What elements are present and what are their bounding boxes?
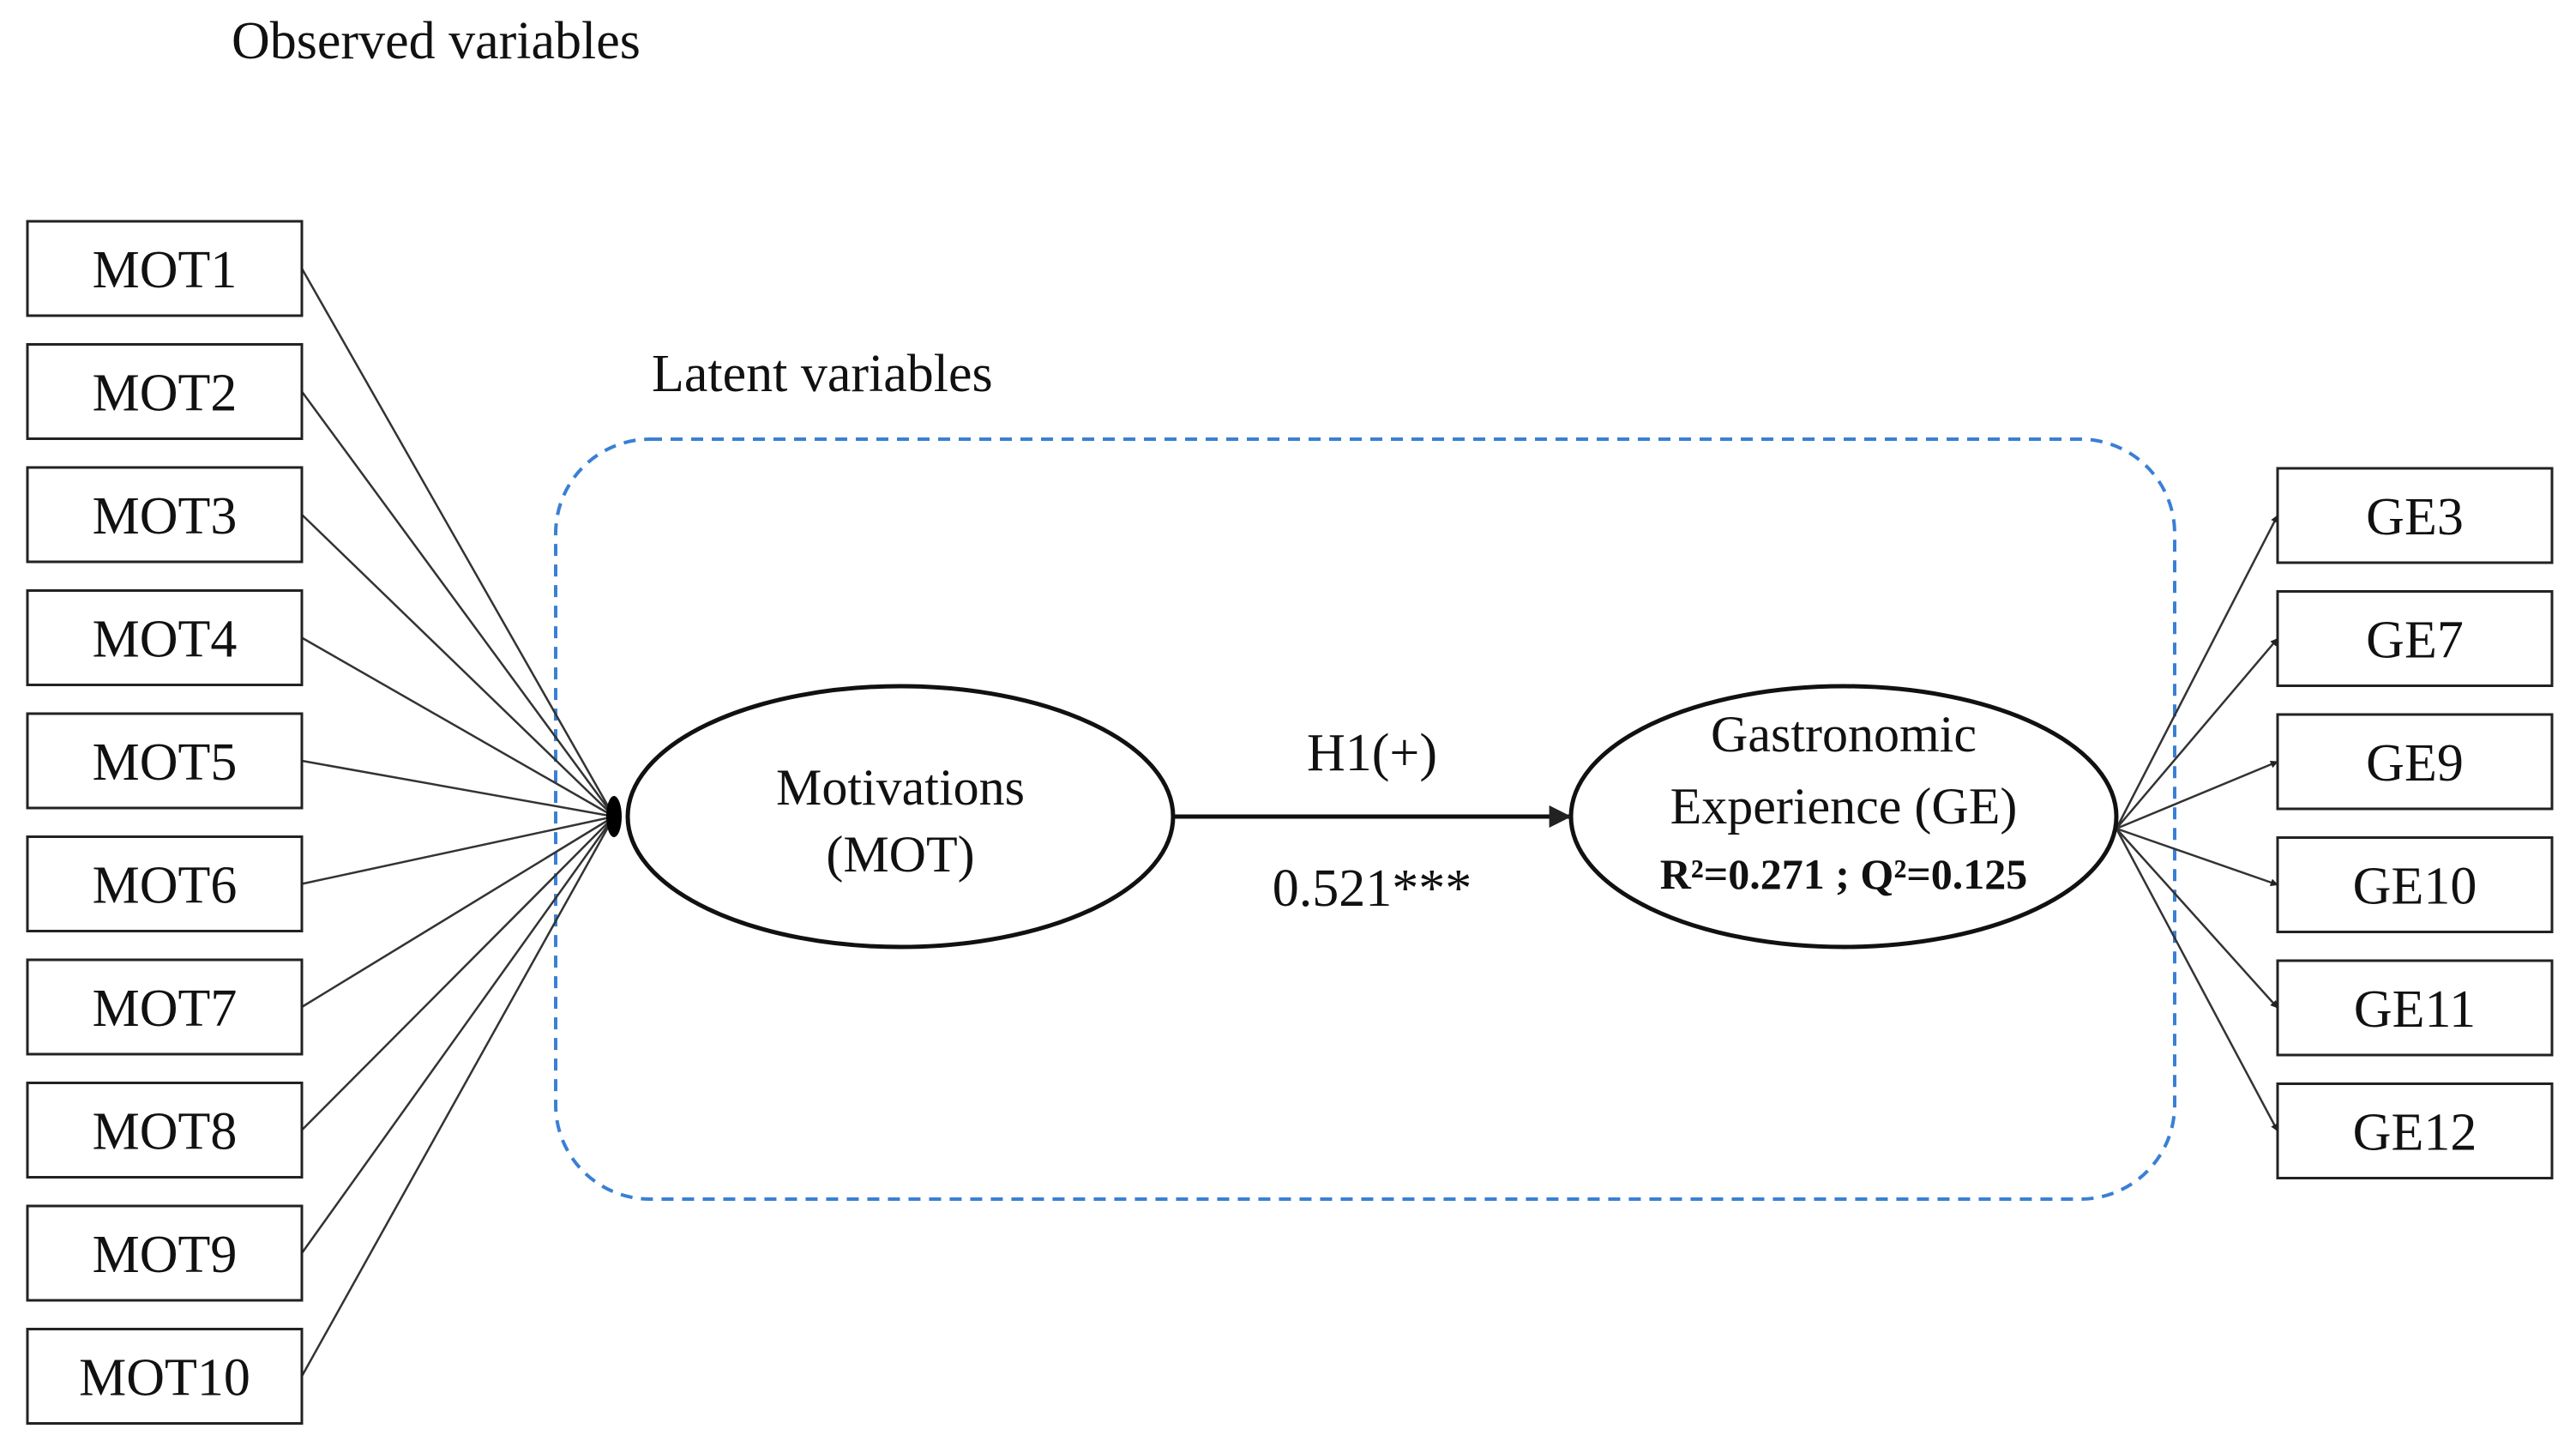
mot-indicator-link — [301, 514, 615, 817]
latent-variables-frame — [554, 437, 2176, 1201]
mot-indicator-link — [300, 268, 616, 817]
ge-indicator-label: GE3 — [2366, 488, 2464, 546]
mot-indicator-box — [26, 589, 304, 686]
ge-indicator-label: GE12 — [2353, 1104, 2477, 1162]
mot-indicator-box — [26, 343, 304, 440]
ge-indicator-link — [2116, 760, 2278, 830]
ge-indicator-link — [2116, 827, 2278, 887]
mot-construct-name: Motivations — [776, 759, 1025, 816]
ge-indicator-label: GE9 — [2366, 734, 2464, 793]
mot-indicator-label: MOT5 — [93, 733, 238, 792]
mot-indicator-label: MOT7 — [93, 980, 238, 1038]
ge-indicator-box — [2276, 959, 2554, 1057]
ge-construct-name: Gastronomic — [1711, 706, 1977, 763]
ge-indicator-link — [2115, 515, 2279, 829]
mot-indicator-link — [301, 815, 615, 1009]
ge-indicator-link — [2115, 828, 2279, 1132]
mot-indicator-box — [26, 1082, 304, 1179]
mot-anchor-dot — [606, 796, 622, 837]
mot-indicator-box — [26, 712, 304, 810]
ge-indicator-label: GE10 — [2353, 858, 2477, 916]
mot-construct-ellipse — [625, 684, 1176, 950]
mot-indicator-link — [300, 390, 616, 817]
ge-indicator-links — [2115, 515, 2279, 1132]
ge-r2-q2-stats: R²=0.271 ; Q²=0.125 — [1660, 850, 2028, 898]
mot-indicator-links — [300, 268, 616, 1378]
mot-indicator-box — [26, 958, 304, 1056]
h1-hypothesis-label: H1(+) — [1307, 724, 1437, 782]
ge-indicator-box — [2276, 713, 2554, 811]
mot-indicator-label: MOT10 — [79, 1349, 250, 1408]
mot-indicator-box — [26, 1204, 304, 1302]
ge-indicator-link — [2116, 828, 2278, 1009]
mot-indicator-label: MOT1 — [93, 241, 238, 299]
mot-indicator-label: MOT8 — [93, 1103, 238, 1161]
ge-indicator-label: GE11 — [2354, 980, 2476, 1039]
ge-indicator-box — [2276, 836, 2554, 933]
mot-indicator-label: MOT3 — [93, 487, 238, 546]
mot-indicator-link — [300, 816, 616, 1378]
mot-indicator-label: MOT6 — [93, 857, 238, 915]
observed-variables-heading: Observed variables — [232, 12, 641, 70]
mot-indicator-box — [26, 835, 304, 932]
mot-indicator-box — [26, 1328, 304, 1425]
mot-indicator-label: MOT2 — [93, 365, 238, 423]
ge-indicator-label: GE7 — [2366, 612, 2464, 670]
mot-indicator-label: MOT9 — [93, 1226, 238, 1284]
ge-indicator-box — [2276, 590, 2554, 687]
ge-construct-abbr: Experience (GE) — [1670, 778, 2018, 835]
mot-construct-abbr: (MOT) — [826, 826, 974, 883]
mot-indicator-link — [301, 815, 615, 885]
mot-indicator-link — [301, 816, 615, 1131]
mot-indicator-link — [301, 759, 615, 818]
ge-indicator-box — [2276, 467, 2554, 564]
mot-indicators: MOT1MOT2MOT3MOT4MOT5MOT6MOT7MOT8MOT9MOT1… — [26, 220, 304, 1425]
mot-indicator-box — [26, 220, 304, 317]
latent-variables-heading: Latent variables — [652, 345, 993, 403]
mot-indicator-link — [301, 636, 615, 818]
mot-indicator-link — [300, 816, 616, 1254]
ge-indicator-box — [2276, 1082, 2554, 1179]
mot-indicator-label: MOT4 — [93, 611, 238, 669]
mot-indicator-box — [26, 466, 304, 564]
h1-path-coefficient: 0.521*** — [1273, 859, 1472, 918]
ge-indicator-link — [2116, 637, 2278, 829]
